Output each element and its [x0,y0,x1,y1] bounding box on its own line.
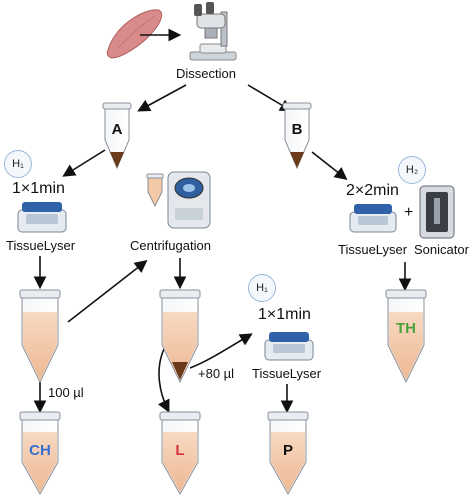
arrow-pellet-to-tissuelyser [189,333,253,369]
time-b-label: 2×2min [346,182,399,199]
small-tube-icon [146,173,164,208]
tube-p [267,411,309,496]
tube-centrifuged [159,289,201,384]
arrow-to-tube-a [137,84,187,112]
tube-th [385,289,427,384]
arrow-to-l-tube [157,344,170,413]
tube-b [282,102,312,170]
th-label: TH [396,320,416,337]
arrow-tube-to-centrifugation [67,260,148,323]
tissuelyser-b-icon [349,204,397,233]
tube-l [159,411,201,496]
microscope-icon [189,2,237,61]
tissuelyser-mid-icon [264,332,314,361]
tissuelyser-mid-label: TissueLyser [252,366,322,381]
centrifuge-icon [167,171,211,229]
h1-badge-right: H₁ [248,274,276,302]
volume-80-label: +80 µl [198,366,235,381]
dissection-label: Dissection [176,66,236,81]
tube-b-label: B [291,121,303,138]
ch-label: CH [29,442,51,459]
arrow-a-to-tissuelyser [62,149,106,177]
tube-ch [19,411,61,496]
tube-a [102,102,132,170]
tube-homogenate [19,289,61,384]
arrow-b-to-tissuelyser [311,151,348,180]
time-mid-label: 1×1min [258,306,311,323]
p-label: P [282,442,293,459]
tube-a-label: A [111,121,123,138]
centrifugation-label: Centrifugation [130,238,211,253]
tissuelyser-icon [17,202,67,233]
sonicator-label: Sonicator [414,242,469,257]
h2-badge: H₂ [398,156,426,184]
tissuelyser-left-label: TissueLyser [6,238,76,253]
sonicator-icon [419,185,455,239]
plus-sign: + [404,204,414,221]
muscle-tissue-icon [106,9,163,59]
time-left-label: 1×1min [12,180,65,197]
tissuelyser-b-label: TissueLyser [338,242,408,257]
h1-badge-left: H₁ [4,150,32,178]
l-label: L [175,442,185,459]
volume-100-label: 100 µl [48,385,84,400]
